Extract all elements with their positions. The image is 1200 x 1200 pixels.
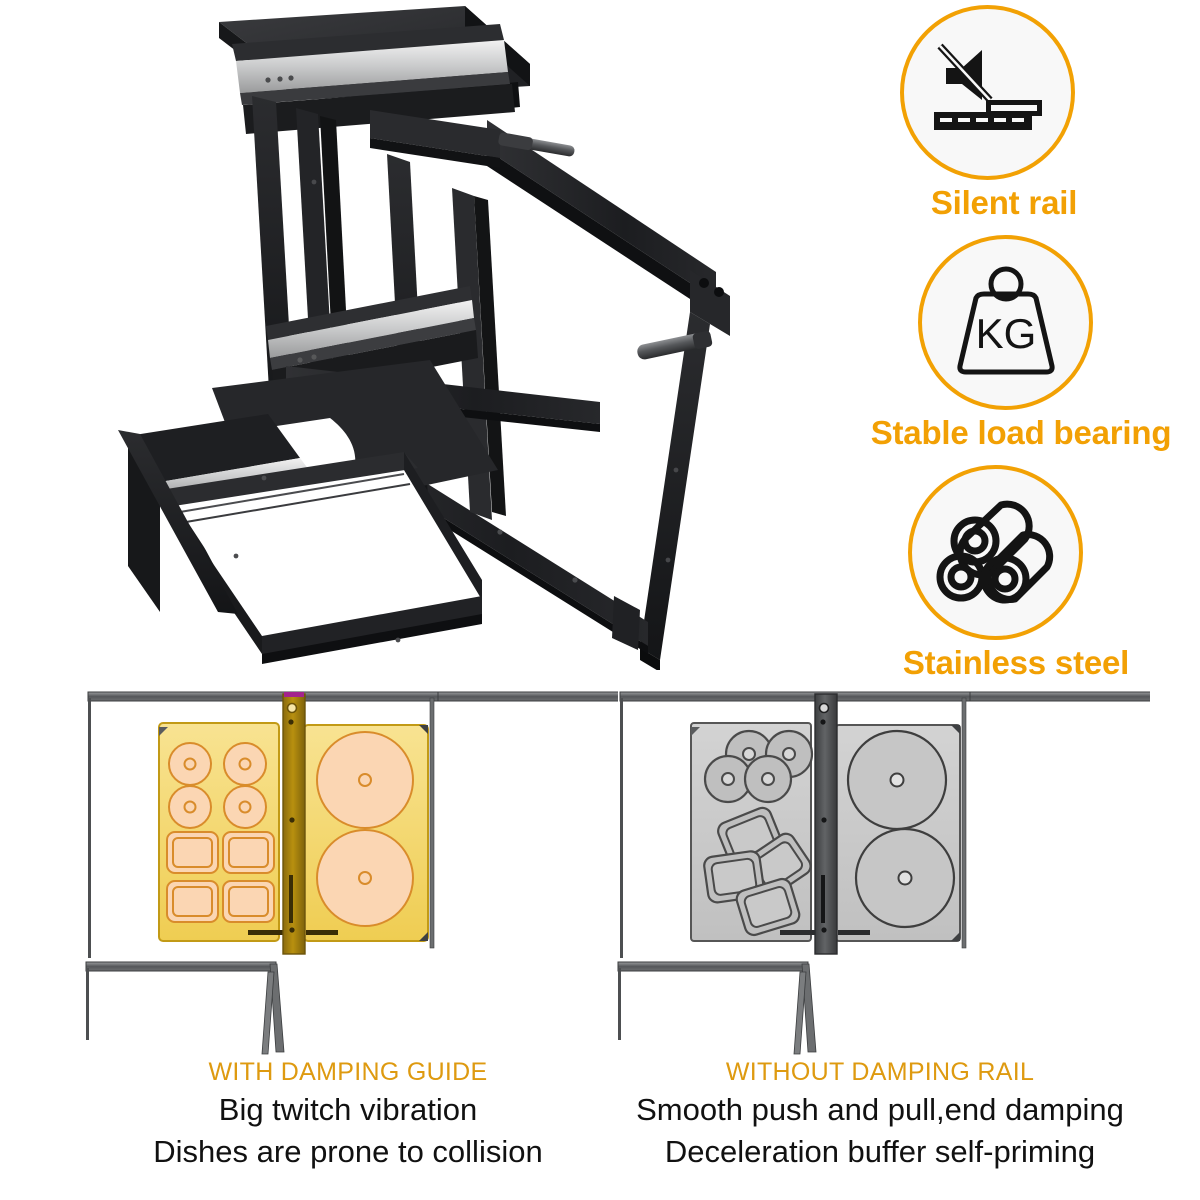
large-plates-right <box>846 729 956 929</box>
kg-weight-icon: KG <box>956 266 1055 374</box>
center-damping-rail-left <box>282 692 306 955</box>
product-photo <box>0 0 840 670</box>
upper-cross-bar <box>370 110 575 168</box>
caption-line-1-with-damping: Big twitch vibration <box>218 1092 478 1127</box>
cabinet-topview-left <box>85 691 624 1055</box>
square-plates-right-tilted <box>703 806 812 937</box>
feature-circle-stable-load: KG <box>918 235 1093 410</box>
tray-group-right <box>690 722 961 942</box>
mute-speaker-on-rail-icon <box>933 43 1042 130</box>
kg-weight-text: KG <box>975 310 1036 357</box>
small-bowls-left <box>168 742 267 829</box>
feature-stainless-steel: Stainless steel <box>840 465 1200 682</box>
caption-title-with-damping: WITH DAMPING GUIDE <box>208 1058 488 1086</box>
caption-title-without-damping: WITHOUT DAMPING RAIL <box>725 1058 1035 1086</box>
cabinet-carcass-right <box>617 691 1156 1055</box>
damping-rail-body <box>282 693 306 955</box>
product-photo-svg <box>118 6 730 670</box>
rail-top-marker <box>284 692 304 697</box>
plain-rail-body <box>814 693 838 955</box>
center-rail-right <box>814 693 838 955</box>
feature-circle-stainless-steel <box>908 465 1083 640</box>
steel-tubes-bundle-icon <box>936 500 1053 603</box>
caption-with-damping: WITH DAMPING GUIDE Big twitch vibration … <box>68 1058 628 1171</box>
feature-label-stable-load: Stable load bearing <box>870 414 1172 451</box>
feature-stable-load-bearing: KG Stable load bearing <box>840 235 1200 452</box>
bottom-right-leg <box>612 596 640 650</box>
right-guide-pin <box>637 331 713 360</box>
feature-circle-silent-rail <box>900 5 1075 180</box>
caption-line-2-without-damping: Deceleration buffer self-priming <box>664 1133 1096 1169</box>
outer-frame-right <box>487 120 730 670</box>
feature-icon-column: Silent rail KG Stable load bearing <box>840 0 1200 682</box>
top-slide-rail <box>232 24 515 134</box>
tray-group-left <box>158 722 429 942</box>
caption-line-1-without-damping: Smooth push and pull,end damping <box>636 1092 1124 1127</box>
cabinet-carcass-left <box>85 691 624 1055</box>
caption-line-2-with-damping: Dishes are prone to collision <box>153 1133 543 1169</box>
large-plates-left <box>316 731 414 927</box>
left-frame-leg <box>118 430 238 614</box>
small-bowls-right-scattered <box>703 729 814 804</box>
feature-label-silent-rail: Silent rail <box>930 184 1078 221</box>
comparison-diagram-without-damping <box>610 672 1156 1062</box>
caption-without-damping: WITHOUT DAMPING RAIL Smooth push and pul… <box>600 1058 1160 1171</box>
cabinet-topview-right <box>617 691 1156 1055</box>
middle-slide-rail <box>266 286 478 398</box>
square-plates-left <box>166 831 275 923</box>
comparison-diagram-with-damping <box>78 672 624 1062</box>
feature-silent-rail: Silent rail <box>840 5 1200 222</box>
feature-label-stainless-steel: Stainless steel <box>902 644 1130 681</box>
